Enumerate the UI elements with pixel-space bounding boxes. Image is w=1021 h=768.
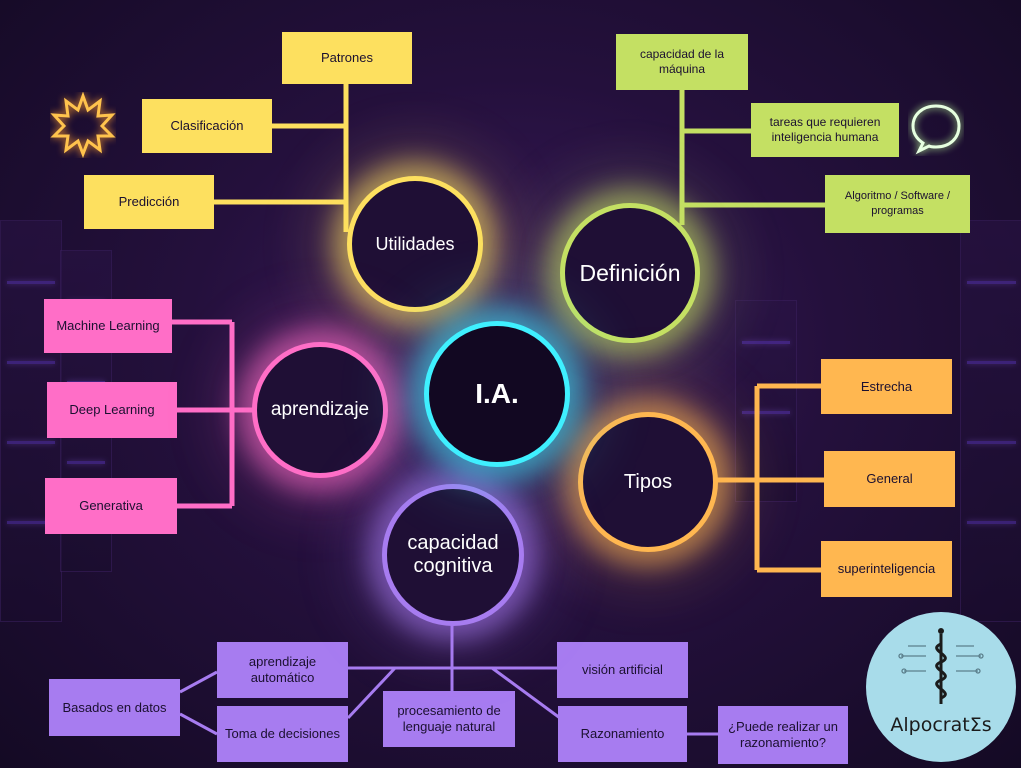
definicion-item-capacidad: capacidad de la máquina <box>616 34 748 90</box>
node-ia-label: I.A. <box>475 378 519 409</box>
sun-icon <box>50 92 116 158</box>
node-aprendizaje: aprendizaje <box>252 342 388 478</box>
utilidades-item-clasificacion: Clasificación <box>142 99 272 153</box>
node-capacidad-label: capacidad cognitiva <box>407 532 499 577</box>
node-tipos-label: Tipos <box>623 470 673 493</box>
tipos-item-estrecha: Estrecha <box>821 359 952 414</box>
aprendizaje-item-generativa: Generativa <box>45 478 177 534</box>
speech-bubble-icon <box>911 104 961 155</box>
tipos-item-general: General <box>824 451 955 507</box>
node-aprendizaje-label: aprendizaje <box>270 399 370 420</box>
tipos-item-superinteligencia: superinteligencia <box>821 541 952 597</box>
capacidad-item-toma-decisiones: Toma de decisiones <box>217 706 348 762</box>
aprendizaje-item-machine-learning: Machine Learning <box>44 299 172 353</box>
node-definicion: Definición <box>560 203 700 343</box>
capacidad-item-aprendizaje-automatico: aprendizaje automático <box>217 642 348 698</box>
capacidad-item-vision: visión artificial <box>557 642 688 698</box>
logo-text: AlpocratΣs <box>890 714 992 736</box>
node-utilidades: Utilidades <box>347 176 483 312</box>
server-rack <box>960 220 1021 622</box>
definicion-item-algoritmo: Algoritmo / Software / programas <box>825 175 970 233</box>
node-ia-center: I.A. <box>424 321 570 467</box>
node-capacidad-cognitiva: capacidad cognitiva <box>382 484 524 626</box>
utilidades-item-patrones: Patrones <box>282 32 412 84</box>
caduceus-logo-icon <box>898 628 984 704</box>
node-tipos: Tipos <box>578 412 718 552</box>
node-utilidades-label: Utilidades <box>375 233 455 254</box>
utilidades-item-prediccion: Predicción <box>84 175 214 229</box>
alpocrates-logo: AlpocratΣs <box>866 612 1016 762</box>
server-rack <box>735 300 797 502</box>
capacidad-sub-basados-en-datos: Basados en datos <box>49 679 180 736</box>
aprendizaje-item-deep-learning: Deep Learning <box>47 382 177 438</box>
capacidad-item-procesamiento: procesamiento de lenguaje natural <box>383 691 515 747</box>
capacidad-item-razonamiento: Razonamiento <box>558 706 687 762</box>
definicion-item-tareas: tareas que requieren inteligencia humana <box>751 103 899 157</box>
node-definicion-label: Definición <box>579 259 681 286</box>
capacidad-sub-puede-razonar: ¿Puede realizar un razonamiento? <box>718 706 848 764</box>
